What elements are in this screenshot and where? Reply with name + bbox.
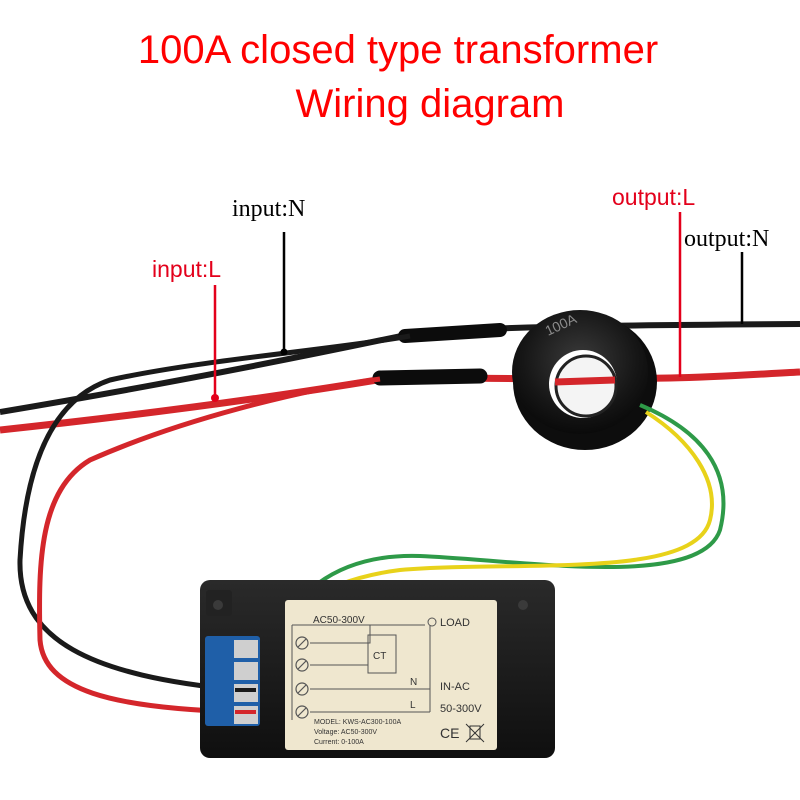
weee-bin-icon — [465, 723, 485, 743]
input-l-label: input:L — [152, 256, 222, 282]
live-splice — [372, 368, 488, 386]
module-voltage-range-text: 50-300V — [440, 703, 482, 715]
module-model-text: MODEL: KWS-AC300-100A — [314, 719, 401, 726]
module-load-text: LOAD — [440, 617, 470, 629]
output-n-label: output:N — [684, 226, 770, 252]
diagram-title-line2: Wiring diagram — [295, 82, 565, 126]
diagram-title-line1: 100A closed type transformer — [137, 28, 659, 72]
terminal-block — [205, 636, 260, 726]
module-l-text: L — [410, 700, 416, 711]
module-supply-text: AC50-300V — [313, 615, 365, 626]
module-voltage-text: Voltage: AC50-300V — [314, 729, 377, 736]
meter-module: AC50-300V LOAD CT N L IN-AC 50-300V MODE… — [200, 580, 555, 758]
neutral-splice — [398, 323, 507, 343]
output-l-label: output:L — [612, 184, 696, 210]
module-in-ac-text: IN-AC — [440, 681, 470, 693]
live-branch-wire — [37, 376, 381, 715]
neutral-branch-wire — [17, 333, 411, 693]
module-ct-text: CT — [373, 651, 386, 662]
ce-mark: CE — [440, 725, 459, 741]
module-current-text: Current: 0-100A — [314, 739, 364, 746]
input-n-label: input:N — [232, 196, 306, 222]
module-n-text: N — [410, 677, 417, 688]
